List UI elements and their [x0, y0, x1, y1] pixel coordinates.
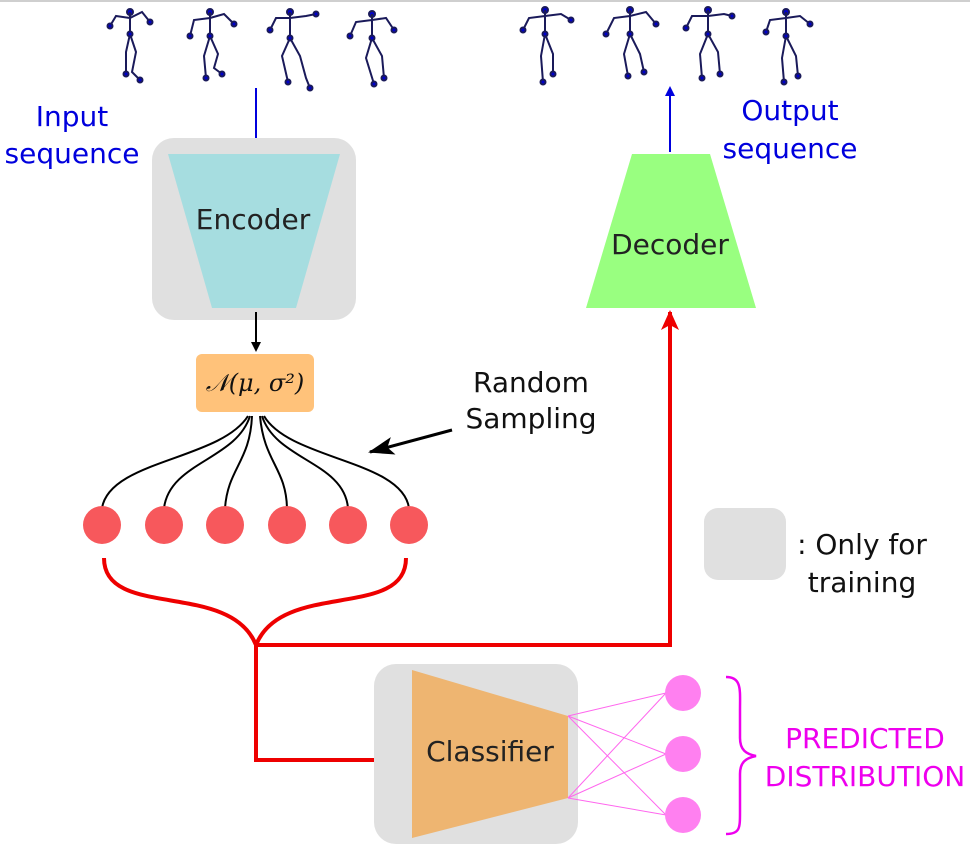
- sampling-label-line1: Random: [473, 366, 589, 399]
- sampling-arrow: [368, 428, 453, 455]
- classifier-shape: [412, 670, 568, 838]
- latent-distribution-label: 𝒩(μ, σ²): [206, 369, 305, 397]
- output-skeleton-4: [762, 8, 814, 86]
- sampling-label-line2: Sampling: [465, 402, 596, 435]
- decoder-label: Decoder: [611, 228, 729, 261]
- input-label-line2: sequence: [5, 137, 140, 170]
- input-skeleton-sequence: [106, 8, 398, 92]
- samples-to-classifier-arrow: [254, 645, 412, 769]
- classifier-label: Classifier: [426, 735, 554, 768]
- encoder-label: Encoder: [196, 203, 311, 236]
- decoder-shape: [586, 154, 756, 308]
- sample-nodes: [83, 506, 428, 544]
- encoder-shape: [168, 154, 340, 308]
- sampling-curves: [101, 415, 410, 509]
- sample-node: [268, 506, 306, 544]
- input-label-line1: Input: [36, 100, 109, 133]
- distribution-node: [665, 797, 701, 833]
- prediction-label-line2: DISTRIBUTION: [765, 760, 965, 793]
- sample-node: [145, 506, 183, 544]
- input-skeleton-3: [266, 8, 320, 92]
- input-skeleton-2: [186, 8, 238, 82]
- distribution-node: [665, 675, 701, 711]
- output-skeleton-sequence: [519, 6, 814, 86]
- sample-node: [329, 506, 367, 544]
- output-skeleton-2: [602, 6, 660, 80]
- samples-brace: [102, 557, 408, 651]
- distribution-brace: [725, 675, 757, 836]
- legend-label-line2: training: [808, 566, 916, 599]
- sample-node: [390, 506, 428, 544]
- legend-label-line1: : Only for: [797, 528, 927, 561]
- output-skeleton-1: [519, 6, 575, 86]
- latent-distribution-box: [196, 354, 314, 412]
- prediction-label-line1: PREDICTED: [785, 722, 945, 755]
- classifier-output-edges: [567, 692, 667, 816]
- distribution-nodes: [665, 675, 701, 833]
- distribution-node: [665, 736, 701, 772]
- input-skeleton-1: [106, 8, 154, 84]
- sample-node: [83, 506, 121, 544]
- input-skeleton-4: [346, 10, 398, 88]
- output-skeleton-3: [682, 6, 736, 82]
- sample-node: [206, 506, 244, 544]
- samples-to-decoder-arrow: [256, 310, 679, 647]
- legend-training-swatch: [704, 508, 786, 580]
- output-label-line1: Output: [741, 94, 838, 127]
- output-label-line2: sequence: [723, 132, 858, 165]
